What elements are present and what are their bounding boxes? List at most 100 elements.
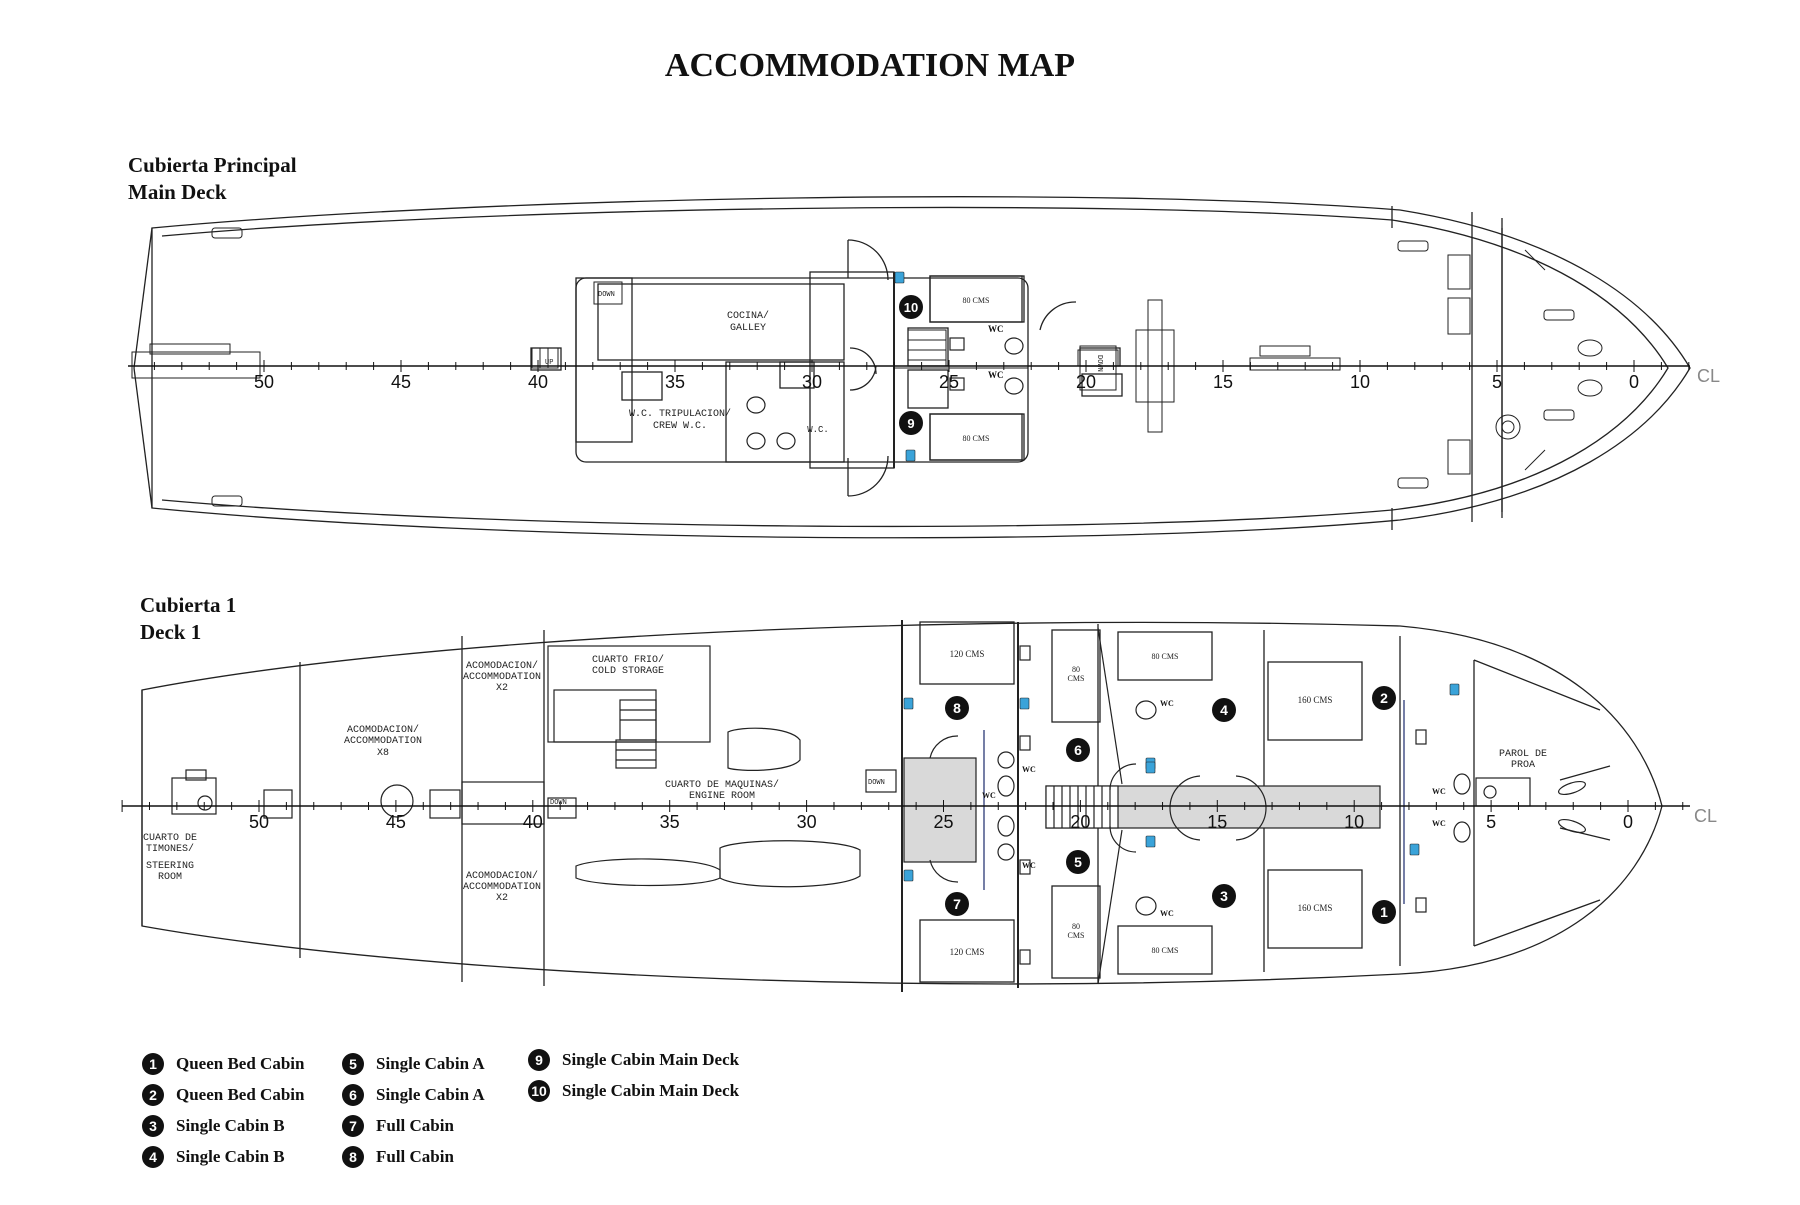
cabin-marker-9 (899, 411, 923, 435)
axis-tick-label: 0 (1629, 372, 1639, 392)
svg-text:WC: WC (1432, 787, 1446, 796)
svg-text:DOWN: DOWN (550, 799, 567, 807)
axis-tick-label: 20 (1070, 812, 1090, 832)
wc-label-bottom: WC (988, 370, 1004, 380)
legend-label: Single Cabin Main Deck (562, 1050, 740, 1069)
deck1-centerline-label: CL (1694, 806, 1717, 826)
legend-marker: 3 (142, 1115, 164, 1137)
legend-label: Single Cabin A (376, 1054, 485, 1073)
deck1-cabin-walls (929, 627, 1405, 985)
legend-label: Single Cabin Main Deck (562, 1081, 740, 1100)
cabin-marker-10 (899, 295, 923, 319)
main-deck-toilets (746, 337, 1024, 450)
legend-marker: 1 (142, 1053, 164, 1075)
deck1-label-en: Deck 1 (140, 620, 201, 644)
axis-tick-label: 45 (386, 812, 406, 832)
axis-tick-label: 35 (665, 372, 685, 392)
svg-text:CUARTO DE: CUARTO DE (143, 833, 197, 844)
svg-text:80: 80 (1072, 665, 1080, 674)
main-deck-label-es: Cubierta Principal (128, 153, 297, 177)
svg-text:WC: WC (1160, 699, 1174, 708)
legend-label: Single Cabin A (376, 1085, 485, 1104)
legend-item-9: 9 Single Cabin Main Deck (528, 1047, 739, 1073)
bed-label-bottom: 80 CMS (963, 434, 990, 443)
svg-text:X2: X2 (496, 683, 508, 694)
water-drop-icons-deck1 (903, 683, 1460, 882)
deck1-bed-labels: 120 CMS 120 CMS 80 CMS 80 CMS 80 CMS 80 … (950, 649, 1333, 957)
deck1-toilets (997, 645, 1471, 965)
svg-text:10: 10 (904, 300, 918, 315)
legend-label: Queen Bed Cabin (176, 1054, 305, 1073)
cabin-marker-1 (1372, 900, 1396, 924)
legend-item-10: 10 Single Cabin Main Deck (528, 1078, 739, 1104)
cabin-marker-number: 7 (953, 896, 961, 912)
svg-text:80: 80 (1072, 922, 1080, 931)
wc-small-label: W.C. (807, 425, 829, 435)
axis-tick-label: 5 (1486, 812, 1496, 832)
svg-text:ACOMODACION/: ACOMODACION/ (347, 724, 419, 736)
legend-marker: 8 (342, 1146, 364, 1168)
deck1-beds (919, 621, 1363, 983)
svg-text:160 CMS: 160 CMS (1298, 903, 1333, 913)
svg-text:CMS: CMS (1068, 674, 1085, 683)
cabin-marker-8 (945, 696, 969, 720)
svg-text:PROA: PROA (1511, 760, 1535, 771)
legend-label: Full Cabin (376, 1116, 454, 1135)
deck1-label-es: Cubierta 1 (140, 593, 236, 617)
water-drop-icons-main (894, 271, 916, 462)
galley-label-1: COCINA/ (727, 310, 769, 322)
cabin-marker-6 (1066, 738, 1090, 762)
svg-text:9: 9 (907, 416, 914, 431)
legend-marker: 2 (142, 1084, 164, 1106)
legend-marker: 9 (528, 1049, 550, 1071)
deck1-corridor (903, 757, 1381, 863)
axis-tick-label: 10 (1350, 372, 1370, 392)
svg-text:80 CMS: 80 CMS (1152, 652, 1179, 661)
svg-text:80 CMS: 80 CMS (1152, 946, 1179, 955)
bed-80-bottom (929, 413, 1023, 461)
svg-text:X2: X2 (496, 893, 508, 904)
axis-tick-label: 25 (933, 812, 953, 832)
main-deck-room-labels: COCINA/ GALLEY W.C. TRIPULACION/ CREW W.… (545, 291, 1103, 435)
svg-text:WC: WC (1432, 819, 1446, 828)
bed-label-top: 80 CMS (963, 296, 990, 305)
wc-label-top: WC (988, 324, 1004, 334)
axis-tick-label: 30 (797, 812, 817, 832)
axis-tick-label: 50 (254, 372, 274, 392)
svg-text:PAROL DE: PAROL DE (1499, 749, 1547, 760)
down2-label: DOWN (1095, 355, 1103, 372)
svg-text:ACOMODACION/: ACOMODACION/ (466, 870, 538, 882)
deck1-wc-labels: WC WC WC WC WC WC WC (982, 699, 1446, 918)
down-label: DOWN (598, 291, 615, 299)
axis-tick-label: 20 (1076, 372, 1096, 392)
cabin-marker-number: 2 (1380, 690, 1388, 706)
main-deck-label-en: Main Deck (128, 180, 227, 204)
cabin-marker-number: 8 (953, 700, 961, 716)
svg-text:COLD STORAGE: COLD STORAGE (592, 666, 664, 677)
cabin-marker-3 (1212, 884, 1236, 908)
axis-tick-label: 10 (1344, 812, 1364, 832)
svg-text:120 CMS: 120 CMS (950, 649, 985, 659)
axis-tick-label: 30 (802, 372, 822, 392)
main-deck-fittings (131, 227, 1603, 507)
deck1-room-labels: CUARTO DE TIMONES/ STEERING ROOM ACOMODA… (143, 654, 1547, 904)
main-centerline-label: CL (1697, 366, 1720, 386)
svg-text:ACCOMMODATION: ACCOMMODATION (463, 882, 541, 893)
cabin-marker-2 (1372, 686, 1396, 710)
svg-text:WC: WC (982, 791, 996, 800)
legend-marker: 10 (528, 1080, 550, 1102)
svg-text:ENGINE ROOM: ENGINE ROOM (689, 791, 755, 802)
up-label: UP (545, 359, 553, 367)
cabin-marker-number: 4 (1220, 702, 1228, 718)
axis-tick-label: 15 (1213, 372, 1233, 392)
main-deck-hull (133, 196, 1691, 539)
cabin-marker-number: 5 (1074, 854, 1082, 870)
legend-label: Single Cabin B (176, 1147, 285, 1166)
